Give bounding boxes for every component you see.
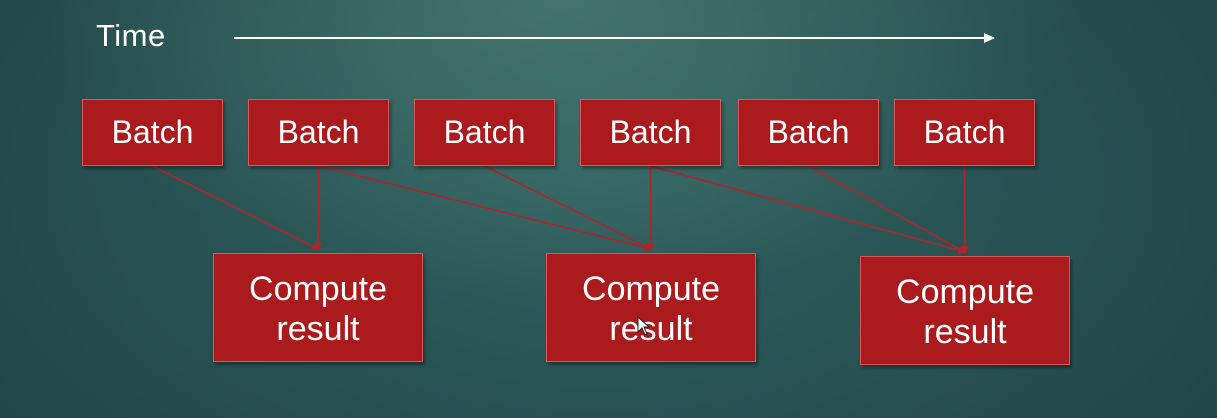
batch-label: Batch	[111, 114, 194, 150]
batch-box-6: Batch	[894, 99, 1035, 166]
compute-result-label: Compute result	[582, 269, 720, 348]
connector-arrow	[318, 165, 653, 252]
connector-arrow	[484, 165, 653, 250]
batch-box-4: Batch	[580, 99, 721, 166]
compute-result-box-2: Compute result	[546, 253, 756, 362]
connector-lines	[152, 165, 969, 255]
batch-label: Batch	[609, 114, 692, 150]
connector-arrow	[960, 165, 969, 254]
connector-arrow	[646, 165, 655, 251]
time-label: Time	[96, 18, 166, 53]
compute-result-label: Compute result	[249, 269, 387, 348]
batch-label: Batch	[923, 114, 1006, 150]
connector-arrow	[152, 165, 320, 250]
batch-box-1: Batch	[82, 99, 223, 166]
batch-label: Batch	[767, 114, 850, 150]
mouse-pointer-icon	[637, 316, 651, 336]
compute-result-box-1: Compute result	[213, 253, 423, 362]
batch-label: Batch	[443, 114, 526, 150]
batch-box-2: Batch	[248, 99, 389, 166]
connector-arrow	[314, 165, 323, 251]
connector-arrow	[808, 165, 967, 253]
connector-arrow	[650, 165, 967, 255]
compute-result-label: Compute result	[896, 272, 1034, 351]
batch-box-5: Batch	[738, 99, 879, 166]
batch-label: Batch	[277, 114, 360, 150]
batch-box-3: Batch	[414, 99, 555, 166]
compute-result-box-3: Compute result	[860, 256, 1070, 365]
